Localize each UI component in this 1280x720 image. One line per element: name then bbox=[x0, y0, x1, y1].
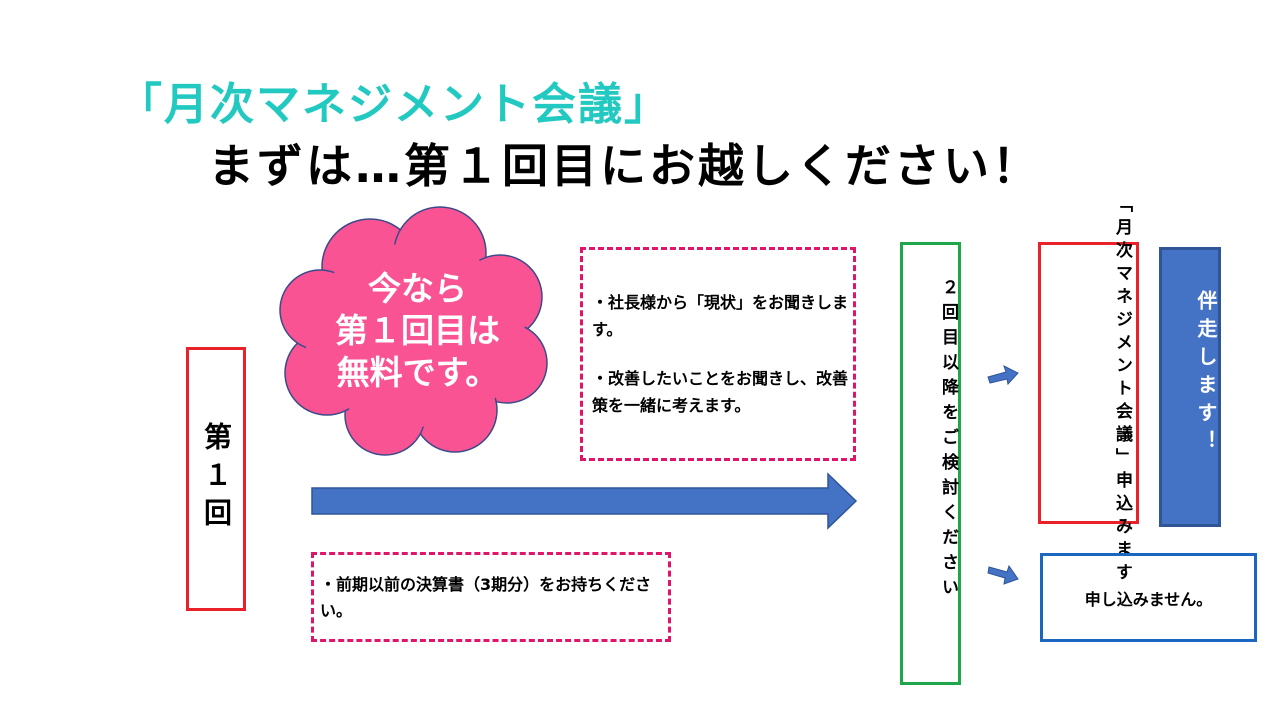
heading-meeting-name: 「月次マネジメント会議」 bbox=[118, 79, 670, 130]
first-session-label: 第１回 bbox=[200, 422, 233, 536]
apply-line-2: 会議」申込みます bbox=[1112, 401, 1132, 586]
decline-label: 申し込みません。 bbox=[1084, 589, 1213, 609]
support-label: 伴走します！ bbox=[1194, 290, 1218, 458]
free-offer-line-3: 無料です。 bbox=[336, 353, 499, 392]
decline-box bbox=[1040, 553, 1257, 642]
free-offer-cloud bbox=[279, 206, 548, 456]
documents-box bbox=[311, 552, 671, 642]
hearing-info-text: ・社長様から「現状」をお聞きします。 ・改善したいことをお聞きし、改善策を一緒に… bbox=[592, 289, 848, 441]
second-onwards-box bbox=[900, 242, 961, 685]
apply-text: 「月次マネジメント 会議」申込みます bbox=[1038, 195, 1139, 586]
hearing-info-box bbox=[580, 247, 856, 461]
arrow-to-decline-icon bbox=[987, 564, 1019, 585]
heading-first-visit: まずは…第１回目にお越しください！ bbox=[208, 139, 1041, 193]
apply-box bbox=[1038, 242, 1139, 524]
arrow-right-icon bbox=[311, 472, 858, 530]
free-offer-line-1: 今なら bbox=[368, 269, 467, 308]
free-offer-line-2: 第１回目は bbox=[335, 311, 500, 350]
hearing-item-improve: ・改善したいことをお聞きし、改善策を一緒に考えます。 bbox=[592, 369, 849, 415]
support-box bbox=[1159, 247, 1221, 527]
apply-line-1: 「月次マネジメント bbox=[1112, 194, 1132, 402]
second-onwards-label: ２回目以降をご検討ください bbox=[938, 278, 958, 603]
hearing-item-status: ・社長様から「現状」をお聞きします。 bbox=[592, 293, 849, 339]
documents-text: ・前期以前の決算書（3期分）をお持ちください。 bbox=[320, 575, 652, 620]
first-session-box bbox=[186, 347, 246, 611]
arrow-to-apply-icon bbox=[987, 365, 1019, 386]
free-offer-text: 今なら 第１回目は 無料です。 bbox=[300, 268, 535, 394]
